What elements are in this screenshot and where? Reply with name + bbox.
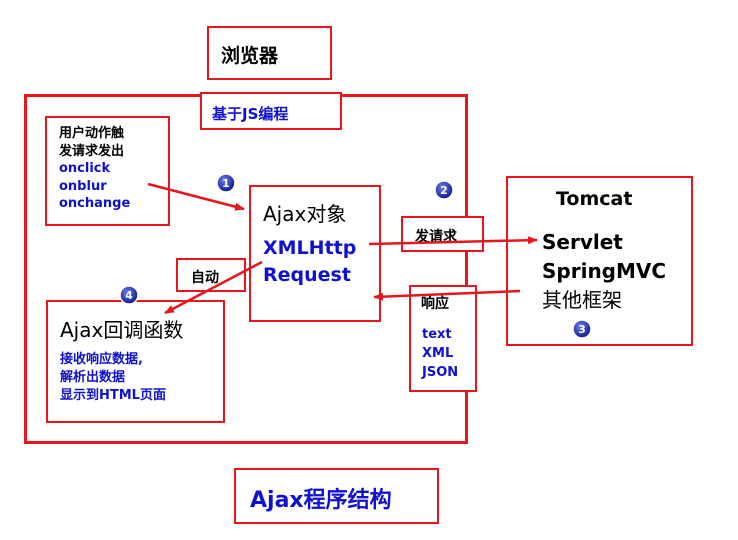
browser-title: 浏览器 — [221, 45, 279, 67]
ajax-object-box: Ajax对象 XMLHttp Request — [249, 185, 381, 322]
server-springmvc: SpringMVC — [542, 259, 667, 283]
response-box: 响应 text XML JSON — [409, 285, 477, 392]
ajax-object-line-1: XMLHttp — [263, 237, 357, 259]
auto-label: 自动 — [191, 270, 219, 286]
trigger-line-2: 发请求发出 — [59, 143, 125, 159]
callback-line-3: 显示到HTML页面 — [60, 388, 166, 403]
trigger-box: 用户动作触 发请求发出 onclick onblur onchange — [45, 116, 170, 226]
browser-title-box: 浏览器 — [207, 26, 332, 80]
server-other: 其他框架 — [542, 288, 622, 312]
footer-title: Ajax程序结构 — [250, 488, 392, 513]
callback-title: Ajax回调函数 — [60, 318, 184, 342]
js-label-box: 基于JS编程 — [200, 92, 342, 130]
event-onblur: onblur — [59, 178, 107, 194]
send-request-box: 发请求 — [401, 216, 484, 252]
callback-line-2: 解析出数据 — [60, 370, 126, 385]
response-text: text — [422, 327, 452, 342]
callback-line-1: 接收响应数据, — [60, 352, 143, 367]
server-box: Tomcat Servlet SpringMVC 其他框架 — [506, 176, 693, 346]
ajax-object-line-2: Request — [263, 264, 351, 286]
response-title: 响应 — [421, 296, 449, 312]
server-servlet: Servlet — [542, 230, 623, 254]
event-onclick: onclick — [59, 161, 111, 176]
trigger-line-1: 用户动作触 — [59, 126, 125, 141]
send-request-label: 发请求 — [415, 229, 457, 245]
server-title: Tomcat — [556, 188, 633, 210]
ajax-object-title: Ajax对象 — [263, 202, 347, 226]
callback-box: Ajax回调函数 接收响应数据, 解析出数据 显示到HTML页面 — [46, 300, 225, 423]
event-onchange: onchange — [59, 196, 131, 211]
response-xml: XML — [422, 346, 454, 361]
js-label: 基于JS编程 — [212, 105, 289, 123]
footer-title-box: Ajax程序结构 — [234, 468, 439, 524]
auto-box: 自动 — [176, 258, 246, 292]
response-json: JSON — [422, 365, 459, 380]
